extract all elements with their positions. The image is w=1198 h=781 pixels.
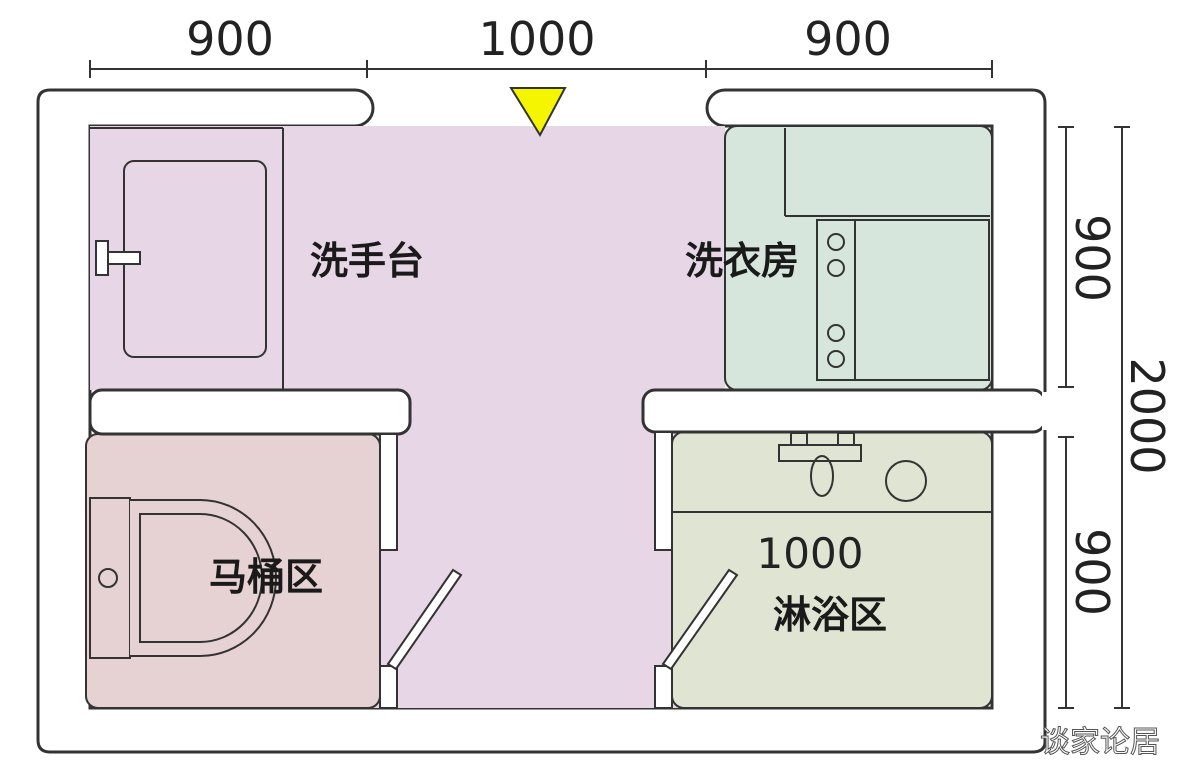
toilet-door-leaf (386, 568, 463, 671)
shower-door-leaf (661, 568, 739, 671)
dim-right-upper: 900 (1065, 214, 1119, 302)
label-toilet: 马桶区 (209, 555, 323, 599)
toilet-tank (89, 497, 131, 659)
entry-arrow-marker (509, 87, 567, 138)
label-shower: 淋浴区 (773, 593, 887, 637)
toilet-bowl-inner (139, 513, 263, 643)
top-dimension-line (89, 60, 993, 78)
dim-top-left: 900 (186, 12, 274, 66)
outer-wall (36, 88, 1047, 754)
dim-top-middle: 1000 (478, 12, 595, 66)
faucet-base (95, 240, 109, 276)
dim-right-lower: 900 (1065, 528, 1119, 616)
vanity-cabinet (123, 160, 267, 358)
left-partition-wall (88, 388, 412, 436)
right-dimension-lines (1058, 126, 1130, 709)
washer-knob-2 (827, 259, 845, 277)
shower-valve-left (790, 432, 808, 446)
dim-shower-width: 1000 (757, 529, 864, 578)
shower-head (810, 455, 834, 497)
right-partition-wall (641, 388, 1047, 434)
label-laundry: 洗衣房 (685, 239, 799, 283)
dim-top-right: 900 (804, 12, 892, 66)
shower-mixer-bar (778, 444, 862, 462)
washer-knob-3 (827, 324, 845, 342)
toilet-door-jamb-bottom (379, 665, 398, 709)
washer-control-panel (816, 219, 856, 381)
watermark: 谈家论居 (1040, 725, 1160, 760)
shower-valve-right (837, 432, 855, 446)
washer-knob-1 (827, 233, 845, 251)
toilet-flush-button (98, 568, 118, 588)
label-washbasin: 洗手台 (310, 239, 424, 283)
shower-door-jamb-bottom (654, 665, 673, 709)
floor-drain (885, 460, 927, 502)
dim-right-total: 2000 (1120, 357, 1174, 474)
toilet-door-jamb-top (379, 433, 398, 551)
shower-door-jamb-top (654, 431, 673, 551)
washer-knob-4 (827, 350, 845, 368)
faucet-spout (107, 251, 141, 265)
